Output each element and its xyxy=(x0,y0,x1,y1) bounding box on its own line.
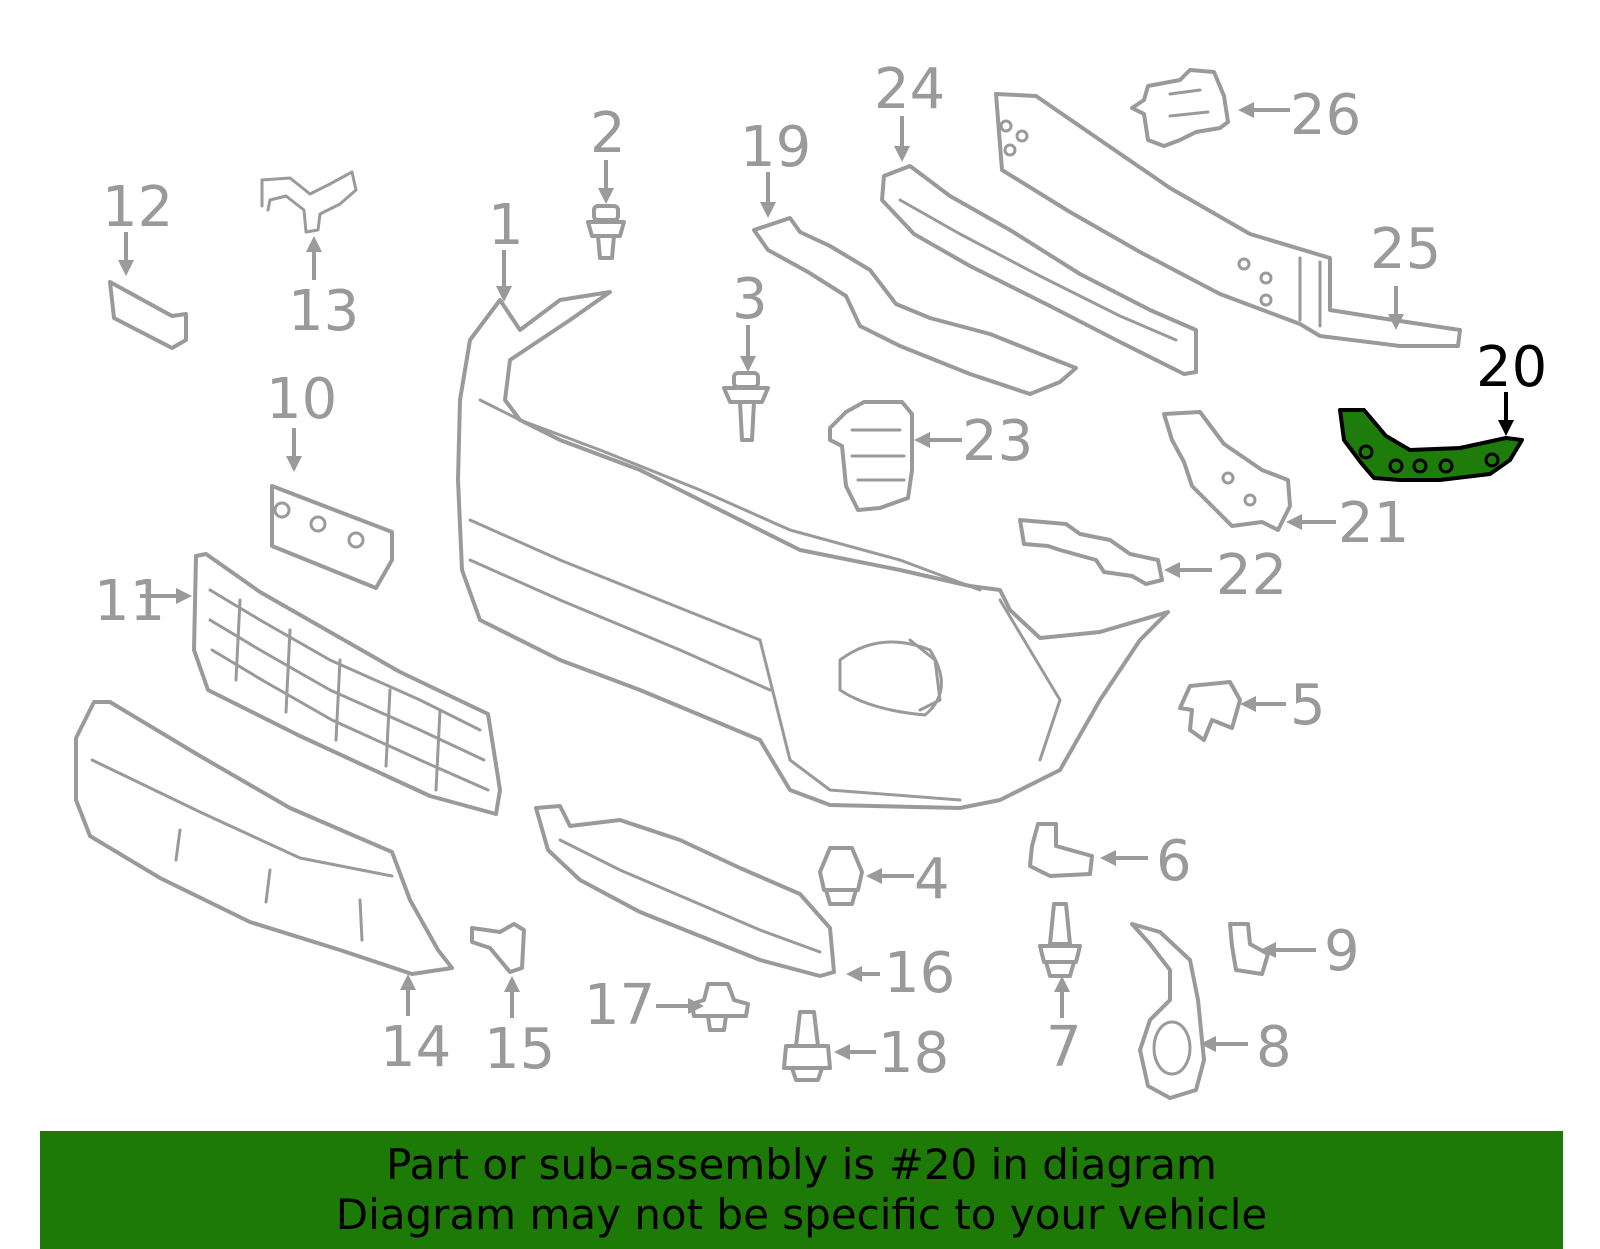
part-6-retainer xyxy=(1028,822,1094,878)
part-4-clip xyxy=(818,846,864,906)
callout-9: 9 xyxy=(1324,919,1360,984)
callout-17: 17 xyxy=(584,973,655,1038)
callout-4: 4 xyxy=(914,847,950,912)
callout-19: 19 xyxy=(740,115,811,180)
part-22-bracket xyxy=(1018,518,1164,586)
callout-15: 15 xyxy=(484,1017,555,1082)
banner-line-1: Part or sub-assembly is #20 in diagram xyxy=(386,1140,1217,1189)
part-7-bolt xyxy=(1038,902,1082,978)
callout-20: 20 xyxy=(1476,335,1547,400)
callout-8: 8 xyxy=(1256,1015,1292,1080)
callout-3: 3 xyxy=(732,267,768,332)
part-17-clip xyxy=(690,982,750,1032)
callout-13: 13 xyxy=(288,279,359,344)
callout-12: 12 xyxy=(102,175,173,240)
part-9-clip xyxy=(1228,922,1270,976)
callout-11: 11 xyxy=(94,569,165,634)
part-16-lower-absorber xyxy=(534,804,836,978)
part-23-air-guide xyxy=(828,400,914,512)
part-8-fog-bezel xyxy=(1130,922,1206,1100)
callout-23: 23 xyxy=(962,409,1033,474)
part-2-clip xyxy=(586,204,626,260)
part-11-grille xyxy=(192,552,502,816)
callout-26: 26 xyxy=(1290,83,1361,148)
callout-2: 2 xyxy=(590,101,626,166)
part-24-absorber xyxy=(880,164,1198,376)
callout-25: 25 xyxy=(1370,217,1441,282)
callout-24: 24 xyxy=(874,57,945,122)
callout-22: 22 xyxy=(1216,543,1287,608)
banner-line-2: Diagram may not be specific to your vehi… xyxy=(335,1190,1268,1239)
callout-1: 1 xyxy=(488,193,524,258)
part-12-cover xyxy=(108,280,188,350)
callout-6: 6 xyxy=(1156,829,1192,894)
callout-14: 14 xyxy=(380,1015,451,1080)
part-20-side-bracket xyxy=(1338,408,1524,482)
callout-21: 21 xyxy=(1338,491,1409,556)
part-15-clip xyxy=(470,922,526,974)
callout-10: 10 xyxy=(266,367,337,432)
callout-5: 5 xyxy=(1290,673,1326,738)
part-14-skid-plate xyxy=(74,700,454,976)
part-1-bumper-cover xyxy=(456,290,1170,810)
part-13-bracket xyxy=(260,170,358,234)
callout-7: 7 xyxy=(1046,1015,1082,1080)
part-10-license-bracket xyxy=(270,484,394,590)
part-19-support xyxy=(752,216,1078,396)
part-21-bracket xyxy=(1162,410,1292,532)
info-banner: Part or sub-assembly is #20 in diagram D… xyxy=(40,1131,1563,1249)
callout-16: 16 xyxy=(884,941,955,1006)
part-5-bracket xyxy=(1178,680,1242,742)
leader-arrows xyxy=(118,102,1514,1060)
callout-18: 18 xyxy=(878,1021,949,1086)
part-18-bolt xyxy=(782,1010,832,1082)
part-3-clip xyxy=(722,371,770,442)
part-25-reinforcement xyxy=(994,92,1462,348)
part-26-bracket xyxy=(1130,68,1230,148)
callout-labels: 1 2 3 4 5 6 7 8 9 10 11 12 13 14 15 16 1… xyxy=(94,57,1547,1086)
